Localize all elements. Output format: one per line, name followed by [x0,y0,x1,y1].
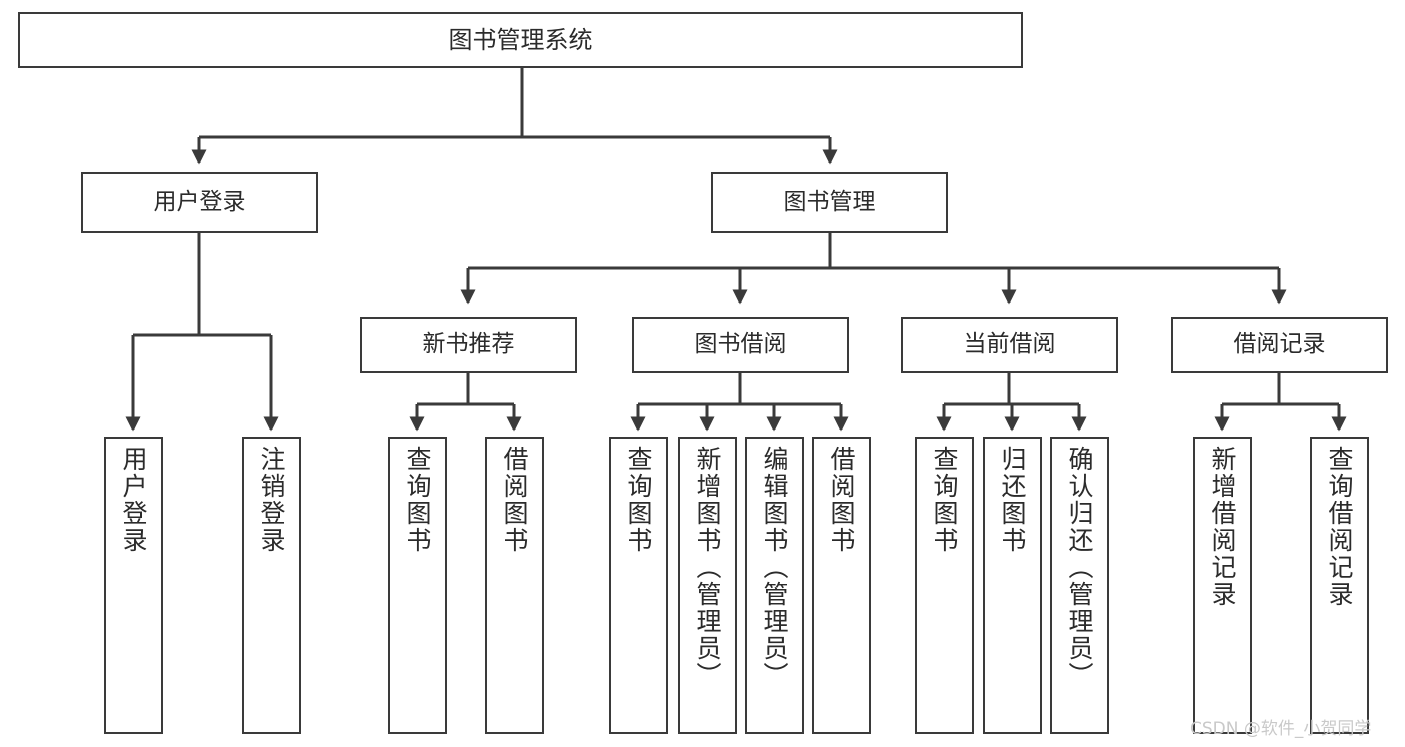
node-book-management[interactable]: 图书管理 [711,172,948,233]
leaf-add-borrow-record-label: 新增借阅记录 [1208,446,1237,608]
node-user-login-label: 用户登录 [153,188,246,215]
node-current-borrow[interactable]: 当前借阅 [901,317,1118,373]
node-book-borrow-label: 图书借阅 [694,331,787,358]
node-book-management-label: 图书管理 [783,188,876,215]
leaf-borrow-book[interactable]: 借阅图书 [812,437,871,734]
leaf-confirm-return-admin[interactable]: 确认归还（管理员） [1050,437,1109,734]
leaf-add-borrow-record[interactable]: 新增借阅记录 [1193,437,1252,734]
leaf-return-book[interactable]: 归还图书 [983,437,1042,734]
leaf-borrow-book-recommend-label: 借阅图书 [500,446,529,554]
leaf-confirm-return-admin-label: 确认归还（管理员） [1065,446,1094,689]
leaf-query-book-current-label: 查询图书 [930,446,959,554]
leaf-add-book-admin[interactable]: 新增图书（管理员） [678,437,737,734]
leaf-user-login[interactable]: 用户登录 [104,437,163,734]
node-current-borrow-label: 当前借阅 [963,331,1056,358]
leaf-query-book-borrow-label: 查询图书 [624,446,653,554]
leaf-user-login-label: 用户登录 [119,446,148,554]
leaf-query-book-current[interactable]: 查询图书 [915,437,974,734]
leaf-return-book-label: 归还图书 [998,446,1027,554]
leaf-edit-book-admin[interactable]: 编辑图书（管理员） [745,437,804,734]
node-root-label: 图书管理系统 [448,25,593,54]
node-borrow-records-label: 借阅记录 [1233,331,1326,358]
node-root[interactable]: 图书管理系统 [18,12,1023,68]
leaf-logout-label: 注销登录 [257,446,286,554]
leaf-query-borrow-record-label: 查询借阅记录 [1325,446,1354,608]
leaf-query-borrow-record[interactable]: 查询借阅记录 [1310,437,1369,734]
node-new-book-recommend-label: 新书推荐 [422,331,515,358]
node-book-borrow[interactable]: 图书借阅 [632,317,849,373]
leaf-borrow-book-recommend[interactable]: 借阅图书 [485,437,544,734]
leaf-add-book-admin-label: 新增图书（管理员） [693,446,722,689]
leaf-edit-book-admin-label: 编辑图书（管理员） [760,446,789,689]
leaf-query-book-borrow[interactable]: 查询图书 [609,437,668,734]
leaf-query-book-recommend[interactable]: 查询图书 [388,437,447,734]
leaf-borrow-book-label: 借阅图书 [827,446,856,554]
leaf-logout[interactable]: 注销登录 [242,437,301,734]
node-new-book-recommend[interactable]: 新书推荐 [360,317,577,373]
node-borrow-records[interactable]: 借阅记录 [1171,317,1388,373]
node-user-login[interactable]: 用户登录 [81,172,318,233]
leaf-query-book-recommend-label: 查询图书 [403,446,432,554]
